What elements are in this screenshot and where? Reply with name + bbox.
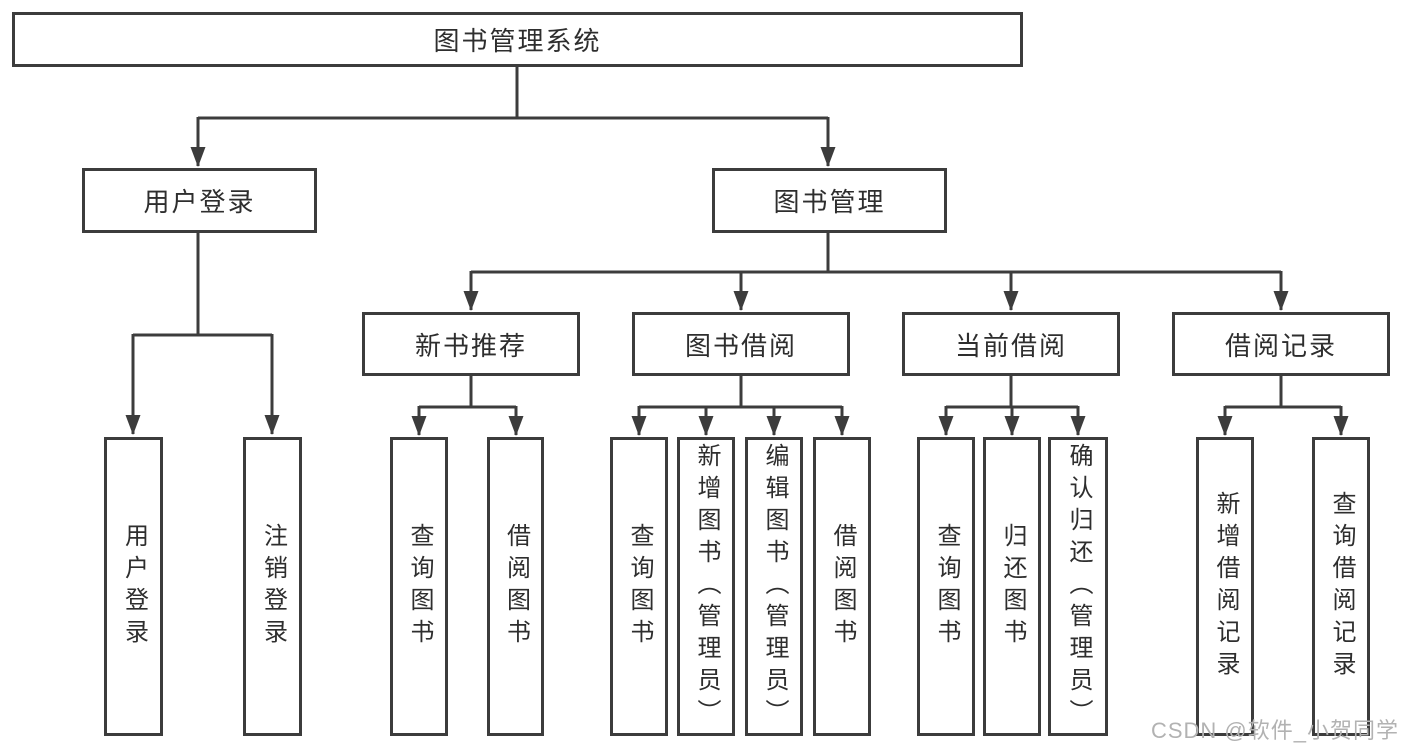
node-label: 借阅图书: [829, 522, 856, 651]
node-label: 查询图书: [626, 522, 653, 651]
watermark: CSDN @软件_小贺同学: [1150, 718, 1399, 743]
node-logout: 注销登录: [243, 437, 302, 736]
node-label: 当前借阅: [954, 330, 1067, 361]
node-borrow-books: 借阅图书: [813, 437, 871, 736]
node-user-login-group: 用户登录: [82, 168, 317, 233]
arrowheads-level4: [411, 416, 1349, 436]
arrowheads-level3: [463, 291, 1289, 311]
node-label: 新书推荐: [414, 330, 527, 361]
connector-root-to-level2: [196, 67, 830, 166]
node-add-books-admin: 新增图书（管理员）: [677, 437, 735, 736]
node-query-books: 查询图书: [917, 437, 975, 736]
node-label: 注销登录: [259, 522, 287, 651]
node-new-book-recommendation: 新书推荐: [362, 312, 580, 376]
node-borrowing-records: 借阅记录: [1172, 312, 1390, 376]
node-label: 用户登录: [143, 187, 256, 217]
connector-user-login-fork: [131, 233, 274, 434]
node-library-management-system: 图书管理系统: [12, 12, 1023, 67]
node-label: 图书管理: [773, 187, 886, 217]
arrowheads-level2: [190, 147, 836, 167]
node-label: 用户登录: [120, 522, 148, 651]
node-label: 借阅记录: [1224, 330, 1337, 361]
node-label: 查询借阅记录: [1328, 490, 1355, 683]
node-confirm-return-admin: 确认归还（管理员）: [1048, 437, 1108, 736]
node-label: 新增图书（管理员）: [693, 442, 720, 731]
node-current-borrowing: 当前借阅: [902, 312, 1120, 376]
node-label: 借阅图书: [502, 522, 530, 651]
node-query-books: 查询图书: [390, 437, 448, 736]
node-book-management: 图书管理: [712, 168, 947, 233]
node-label: 新增借阅记录: [1212, 490, 1239, 683]
node-label: 查询图书: [406, 522, 433, 651]
node-user-login: 用户登录: [104, 437, 163, 736]
node-add-borrow-record: 新增借阅记录: [1196, 437, 1254, 736]
node-book-borrowing: 图书借阅: [632, 312, 850, 376]
node-label: 编辑图书（管理员）: [761, 442, 788, 731]
node-label: 图书管理系统: [433, 26, 602, 56]
node-query-borrow-record: 查询借阅记录: [1312, 437, 1370, 736]
arrowheads-user-login: [125, 415, 280, 435]
node-label: 图书借阅: [684, 330, 797, 361]
node-return-books: 归还图书: [983, 437, 1041, 736]
node-label: 归还图书: [999, 522, 1026, 651]
connector-level3-forks: [417, 376, 1343, 435]
node-edit-books-admin: 编辑图书（管理员）: [745, 437, 803, 736]
node-label: 确认归还（管理员）: [1065, 442, 1092, 731]
node-borrow-books: 借阅图书: [487, 437, 544, 736]
node-label: 查询图书: [933, 522, 960, 651]
connector-book-management-fork: [469, 233, 1283, 310]
node-query-books: 查询图书: [610, 437, 668, 736]
